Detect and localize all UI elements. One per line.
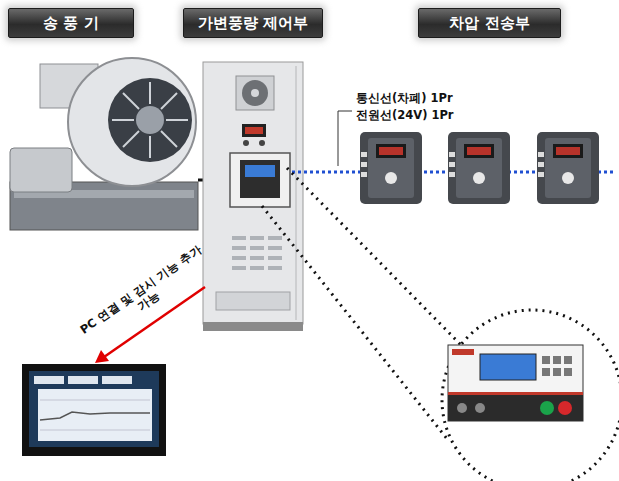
- leader-line: [338, 111, 352, 166]
- header-band: 가변풍량 제어부: [183, 8, 323, 38]
- header-text: 차압 전송부: [449, 14, 529, 33]
- line-label: 전원선(24V) 1Pr: [356, 108, 454, 123]
- zoom-callout: [262, 168, 619, 481]
- line-label: 통신선(차폐) 1Pr: [356, 91, 453, 106]
- fan-illustration: [10, 58, 204, 230]
- header-band: 차압 전송부: [418, 8, 561, 38]
- arrow-note: PC 연결 및 감시 기능 추가 가능: [75, 241, 214, 351]
- header-text: 가변풍량 제어부: [198, 14, 308, 33]
- control-cabinet: [203, 62, 303, 331]
- header-band: 송 풍 기: [8, 8, 134, 38]
- transmitters: [360, 132, 599, 204]
- header-text: 송 풍 기: [43, 14, 98, 33]
